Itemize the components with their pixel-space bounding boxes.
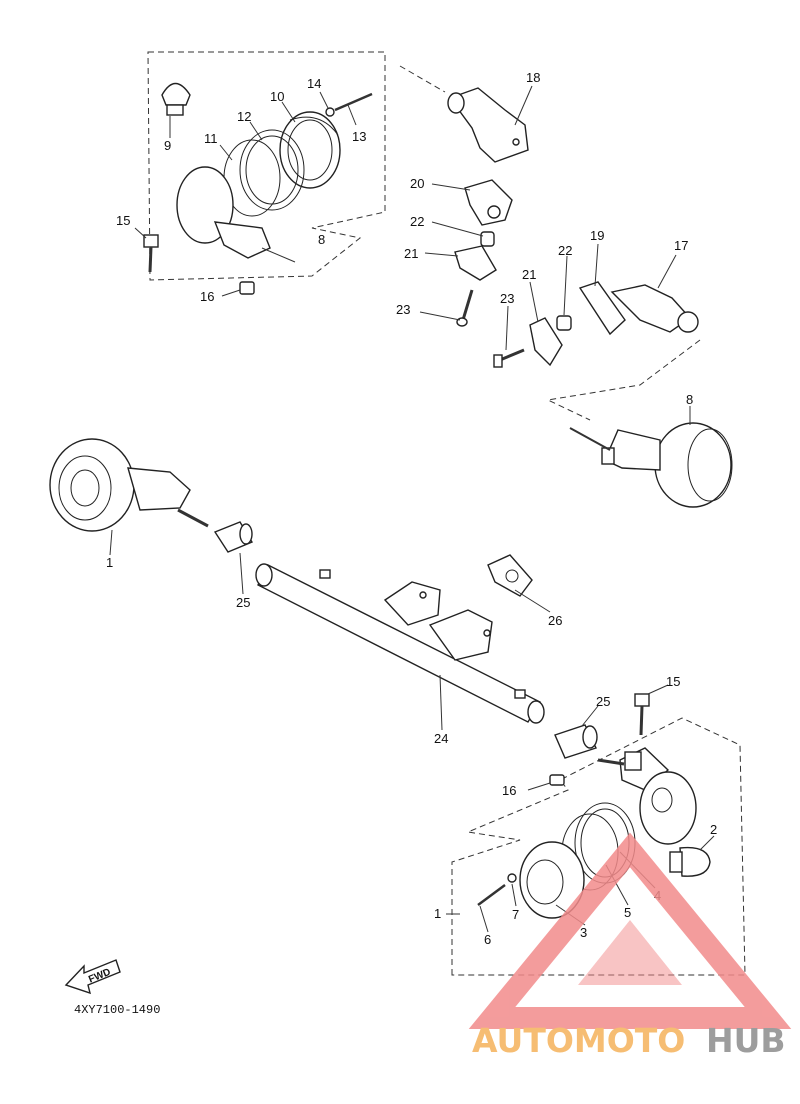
stay-18-shape	[447, 87, 529, 163]
label-6: 6	[484, 932, 491, 947]
label-21-right: 21	[522, 267, 536, 282]
bulb-9-shape	[161, 82, 191, 116]
label-18: 18	[526, 70, 540, 85]
lens-rim-10-shape	[279, 111, 341, 189]
label-13: 13	[352, 129, 366, 144]
label-21-left: 21	[404, 246, 418, 261]
watermark-text-part1: AUTOMOTO	[472, 1021, 685, 1060]
upper-left-assembly	[143, 51, 386, 295]
fwd-arrow: FWD	[64, 959, 121, 995]
label-25-right: 25	[596, 694, 610, 709]
label-8-right: 8	[686, 392, 693, 407]
label-26: 26	[548, 613, 562, 628]
gasket-12-shape	[239, 129, 305, 211]
label-1-left: 1	[106, 555, 113, 570]
label-16-bottom: 16	[502, 783, 516, 798]
label-24: 24	[434, 731, 448, 746]
label-25-left: 25	[236, 595, 250, 610]
label-10: 10	[270, 89, 284, 104]
stay-17-shape	[610, 284, 699, 333]
watermark-logo: AUTOMOTO HUB	[468, 832, 792, 1060]
label-15-bottom: 15	[666, 674, 680, 689]
upper-right-assembly	[399, 65, 701, 421]
label-23-right: 23	[500, 291, 514, 306]
label-22-left: 22	[410, 214, 424, 229]
watermark-text-part2: HUB	[706, 1021, 786, 1060]
label-14: 14	[307, 76, 321, 91]
label-1-bottom: 1	[434, 906, 441, 921]
part-number-labels: 9 10 12 11 14 13 15 8 16 18 20 22 21 23 …	[106, 70, 717, 947]
label-2: 2	[710, 822, 717, 837]
left-signal-1-shape	[49, 438, 209, 532]
leader-lines	[109, 85, 715, 933]
bolt-15-shape	[143, 234, 159, 273]
label-11: 11	[204, 131, 218, 146]
collar-25-left-shape	[213, 521, 254, 553]
label-16-top: 16	[200, 289, 214, 304]
label-20: 20	[410, 176, 424, 191]
housing-8-shape	[176, 166, 296, 263]
label-12: 12	[237, 109, 251, 124]
collar-25-right-shape	[554, 724, 598, 759]
right-signal-8-shape	[569, 422, 733, 508]
label-23-left: 23	[396, 302, 410, 317]
bar-24-shape	[255, 563, 545, 724]
label-3: 3	[580, 925, 587, 940]
label-7: 7	[512, 907, 519, 922]
label-8-top: 8	[318, 232, 325, 247]
label-19: 19	[590, 228, 604, 243]
clamp-26-shape	[487, 554, 533, 597]
label-22-right: 22	[558, 243, 572, 258]
drawing-code: 4XY7100-1490	[74, 1003, 160, 1017]
label-17: 17	[674, 238, 688, 253]
label-9: 9	[164, 138, 171, 153]
label-15-top: 15	[116, 213, 130, 228]
label-5: 5	[624, 905, 631, 920]
